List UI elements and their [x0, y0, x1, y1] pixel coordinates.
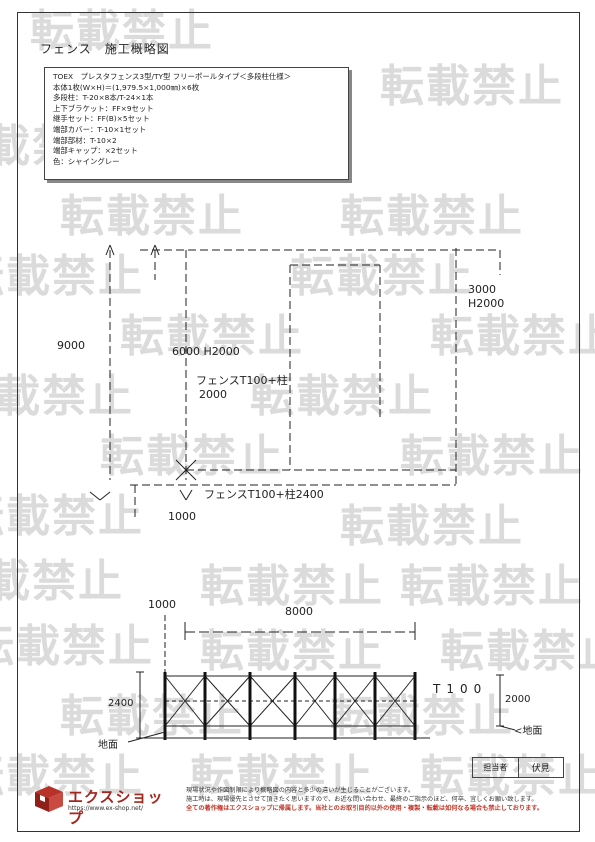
dim-h2000: H2000: [468, 297, 505, 310]
plan-arrow: [154, 244, 160, 256]
spec-line: TOEX プレスタフェンス3型/TY型 フリーポールタイプ＜多段柱仕様＞: [53, 72, 292, 81]
watermark-text: 転載禁止: [340, 501, 524, 552]
approval-stamp: 担当者 伏見: [472, 757, 564, 778]
watermark-text: 転載禁止: [290, 251, 474, 302]
elev-label-t100: T100: [433, 682, 488, 696]
plan-arrow: [105, 244, 111, 256]
watermark-text: 転載禁止: [0, 621, 154, 672]
plan-arrow: [179, 489, 187, 501]
watermark-text: 転載禁止: [60, 691, 244, 742]
fence-elevation: [165, 675, 415, 727]
spec-box: TOEX プレスタフェンス3型/TY型 フリーポールタイプ＜多段柱仕様＞ 本体1…: [44, 67, 349, 180]
dim-3000: 3000: [468, 283, 496, 296]
watermark-text: 転載禁止: [60, 191, 244, 242]
watermark-text: 転載禁止: [190, 751, 374, 802]
spec-line: 色：シャイングレー: [53, 156, 120, 166]
plan-arrow: [109, 244, 115, 256]
spec-line: 端部部材：T-10×2: [53, 135, 117, 145]
page-frame: [17, 12, 580, 832]
fence-label-1: フェンスT100+柱: [196, 374, 288, 387]
elev-dim-2400: 2400: [108, 698, 134, 709]
note-line: 施工時は、現場優先とさせて頂きたく思いますので、お近な問い合わせ、最終のご指示の…: [186, 796, 538, 803]
footer-notes: 現場状況や作図制限により概略図の内容と多少の違いが生じることがございます。 施工…: [186, 786, 543, 813]
watermark-text: 転載禁止: [250, 371, 434, 422]
watermark-text: 転載禁止: [400, 561, 584, 612]
note-line-copyright: 全ての著作権はエクスショップに帰属します。当社とのお取引目的以外の使用・複製・転…: [186, 805, 544, 812]
spec-line: 端部カバー：T-10×1セット: [53, 124, 147, 134]
spec-line: 端部キャップ：×2セット: [53, 146, 138, 156]
watermark-text: 転載禁止: [330, 691, 514, 742]
watermark-text: 転載禁止: [440, 626, 595, 677]
watermark-text: 転載禁止: [120, 311, 304, 362]
company-logo: エクスショップ https://www.ex-shop.net/: [34, 783, 169, 827]
dim-1000-plan: 1000: [168, 510, 196, 523]
watermark-text: 転載禁止: [100, 431, 284, 482]
watermark-text: 転載禁止: [420, 751, 595, 802]
ground-label-right: <地面: [514, 726, 543, 737]
stamp-value: 伏見: [531, 764, 550, 774]
spec-line: 多段柱：T-20×8本/T-24×1本: [53, 93, 154, 103]
logo-box-icon: [35, 786, 63, 812]
elev-dim-1000: 1000: [148, 598, 176, 611]
dim-9000: 9000: [57, 339, 85, 352]
dim-6000: 6000 H2000: [172, 345, 240, 358]
elev-dim-8000: 8000: [285, 605, 313, 618]
watermark-text: 転載禁止: [380, 61, 564, 112]
note-line: 現場状況や作図制限により概略図の内容と多少の違いが生じることがございます。: [186, 787, 415, 794]
spec-line: 本体1枚(W×H)＝(1,979.5×1,000㎜)×6枚: [53, 82, 200, 92]
plan-mark: [175, 459, 197, 481]
watermark-text: 転載禁止: [0, 751, 144, 802]
fence-posts: [163, 672, 417, 740]
page-title: フェンス 施工概略図: [40, 42, 170, 56]
logo-url: https://www.ex-shop.net/: [68, 805, 144, 812]
watermark-text: 転載禁止: [430, 311, 595, 362]
plan-arrow: [185, 489, 193, 501]
fence-label-1b: 2000: [199, 388, 227, 401]
watermark-text: 転載禁止: [0, 556, 124, 607]
watermark-text: 転載禁止: [340, 191, 524, 242]
watermark-text: 転載禁止: [200, 626, 384, 677]
ground-label-right-text: 地面: [522, 726, 543, 737]
watermark-text: 転載禁止: [30, 6, 214, 57]
watermark-text: 転載禁止: [200, 561, 384, 612]
watermark-text: 転載禁止: [0, 251, 144, 302]
fence-crosses: [164, 675, 416, 727]
watermark-text: 転載禁止: [400, 431, 584, 482]
watermark-text: 転載禁止: [0, 491, 144, 542]
spec-line: 上下ブラケット：FF×9セット: [53, 103, 154, 113]
stamp-header: 担当者: [473, 758, 519, 777]
logo-text: エクスショップ: [68, 788, 164, 827]
plan-arrow: [150, 244, 156, 256]
fence-label-2: フェンスT100+柱2400: [204, 488, 324, 501]
spec-line: 継手セット：FF(B)×5セット: [53, 114, 150, 124]
ground-label-left: 地面: [98, 740, 118, 751]
elev-dim-2000: 2000: [505, 694, 531, 705]
ground-lines: [127, 725, 516, 743]
plan-arrow: [89, 491, 101, 501]
plan-arrow: [99, 491, 111, 501]
